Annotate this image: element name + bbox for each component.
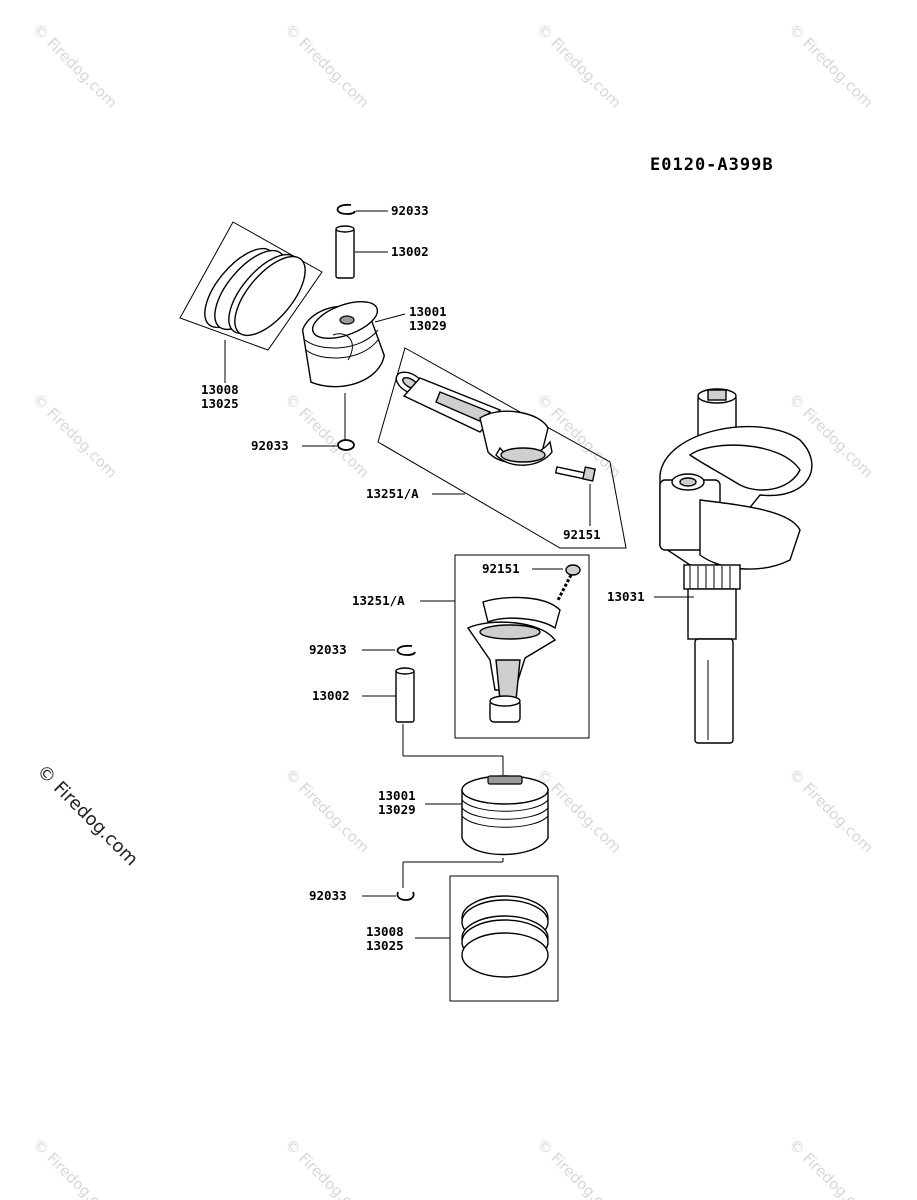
- label-upper-rod: 13251/A: [366, 486, 419, 501]
- crankshaft: [659, 388, 813, 744]
- watermark: © Firedog.com: [281, 765, 373, 857]
- label-lower-pin: 13002: [312, 688, 350, 703]
- upper-piston: [301, 301, 385, 388]
- lower-circlip: [396, 644, 416, 656]
- label-lower-rings-a: 13008: [366, 924, 404, 939]
- upper-rod-bolt: [554, 466, 596, 482]
- label-lower-piston-b: 13029: [378, 802, 416, 817]
- upper-circlip-lower: [337, 439, 355, 451]
- label-crankshaft: 13031: [607, 589, 645, 604]
- watermark: © Firedog.com: [29, 20, 121, 112]
- label-upper-clip: 92033: [391, 203, 429, 218]
- label-upper-piston-b: 13029: [409, 318, 447, 333]
- label-lower-clip: 92033: [309, 642, 347, 657]
- watermark-grid: © Firedog.com © Firedog.com © Firedog.co…: [29, 20, 877, 1200]
- label-lower-piston-a: 13001: [378, 788, 416, 803]
- lower-rod-bolt: [556, 564, 581, 601]
- watermark: © Firedog.com: [533, 1135, 625, 1200]
- watermark: © Firedog.com: [281, 1135, 373, 1200]
- lower-rod-frame: [454, 554, 590, 739]
- upper-rod-frame: [377, 347, 627, 549]
- upper-piston-pin: [335, 225, 355, 279]
- upper-rings-frame: [179, 221, 323, 351]
- label-lower-bolt: 92151: [482, 561, 520, 576]
- watermark: © Firedog.com: [29, 390, 121, 482]
- watermark: © Firedog.com: [785, 20, 877, 112]
- label-lower-rod: 13251/A: [352, 593, 405, 608]
- watermark: © Firedog.com: [281, 20, 373, 112]
- lower-piston-pin: [395, 667, 415, 723]
- label-upper-piston-a: 13001: [409, 304, 447, 319]
- label-upper-bolt: 92151: [563, 527, 601, 542]
- label-lower-clip-lower: 92033: [309, 888, 347, 903]
- label-upper-rings-a: 13008: [201, 382, 239, 397]
- watermark: © Firedog.com: [281, 390, 373, 482]
- watermark: © Firedog.com: [785, 1135, 877, 1200]
- lower-rings-frame: [449, 875, 559, 1002]
- upper-connecting-rod: [395, 371, 553, 466]
- diagram-code: E0120-A399B: [650, 155, 774, 175]
- label-upper-pin: 13002: [391, 244, 429, 259]
- watermark: © Firedog.com: [533, 20, 625, 112]
- watermark: © Firedog.com: [29, 1135, 121, 1200]
- lower-piston-rings: [461, 895, 549, 978]
- lower-connecting-rod: [466, 596, 561, 723]
- label-upper-clip-lower: 92033: [251, 438, 289, 453]
- lower-circlip-lower: [396, 891, 415, 901]
- label-upper-rings-b: 13025: [201, 396, 239, 411]
- label-lower-rings-b: 13025: [366, 938, 404, 953]
- lower-piston: [461, 775, 549, 856]
- upper-circlip: [336, 203, 356, 215]
- upper-piston-rings: [204, 247, 306, 337]
- watermark-main: © Firedog.com: [32, 761, 142, 871]
- watermark: © Firedog.com: [785, 765, 877, 857]
